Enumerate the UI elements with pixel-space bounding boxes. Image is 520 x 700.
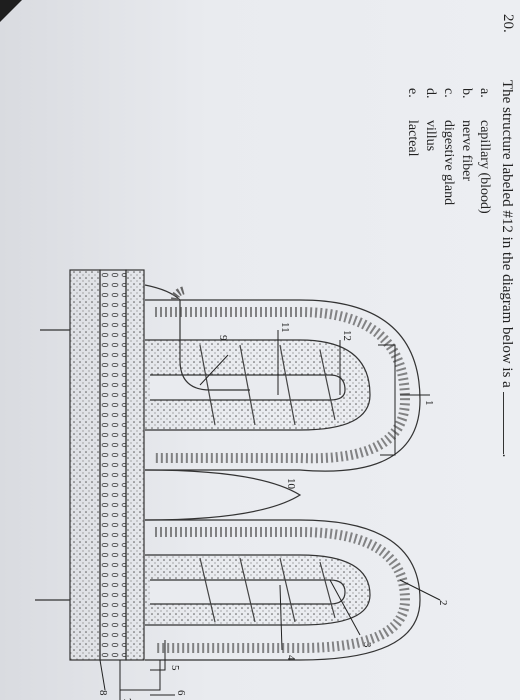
diagram-label-7: 7 [121, 698, 133, 700]
lower-capillary-net [199, 557, 336, 623]
leader-5 [150, 640, 166, 671]
leader-2 [399, 579, 441, 601]
upper-capillary-net [199, 344, 336, 426]
dark-corner [0, 0, 22, 22]
muscularis-mucosae [125, 269, 145, 661]
curled-villus [144, 284, 250, 391]
lower-villus-outline [145, 519, 421, 661]
upper-villus-epithelium [155, 307, 411, 464]
diagram-label-9: 9 [217, 335, 229, 341]
diagram-label-1: 1 [423, 400, 435, 406]
curled-villus-tip [171, 286, 186, 301]
diagram-label-3: 3 [361, 642, 373, 648]
bracket-1 [378, 344, 430, 456]
leader-4 [279, 584, 283, 651]
diagram-label-4: 4 [285, 655, 297, 661]
upper-villus-outline [145, 299, 421, 472]
leader-3 [329, 579, 361, 636]
leader-6 [120, 660, 175, 696]
diagram-label-12: 12 [341, 330, 353, 341]
muscle-layer [99, 269, 127, 661]
diagram-label-2: 2 [437, 600, 449, 606]
leader-8 [99, 659, 106, 691]
diagram-label-8: 8 [97, 690, 109, 696]
crypt-epithelium [144, 469, 302, 521]
submucosa-band [69, 269, 101, 661]
diagram-label-10: 10 [285, 478, 297, 490]
diagram-label-6: 6 [175, 690, 187, 696]
leader-9 [199, 354, 229, 386]
lower-villus-epithelium [155, 527, 411, 653]
diagram-label-5: 5 [169, 665, 181, 671]
diagram-label-11: 11 [279, 322, 291, 333]
